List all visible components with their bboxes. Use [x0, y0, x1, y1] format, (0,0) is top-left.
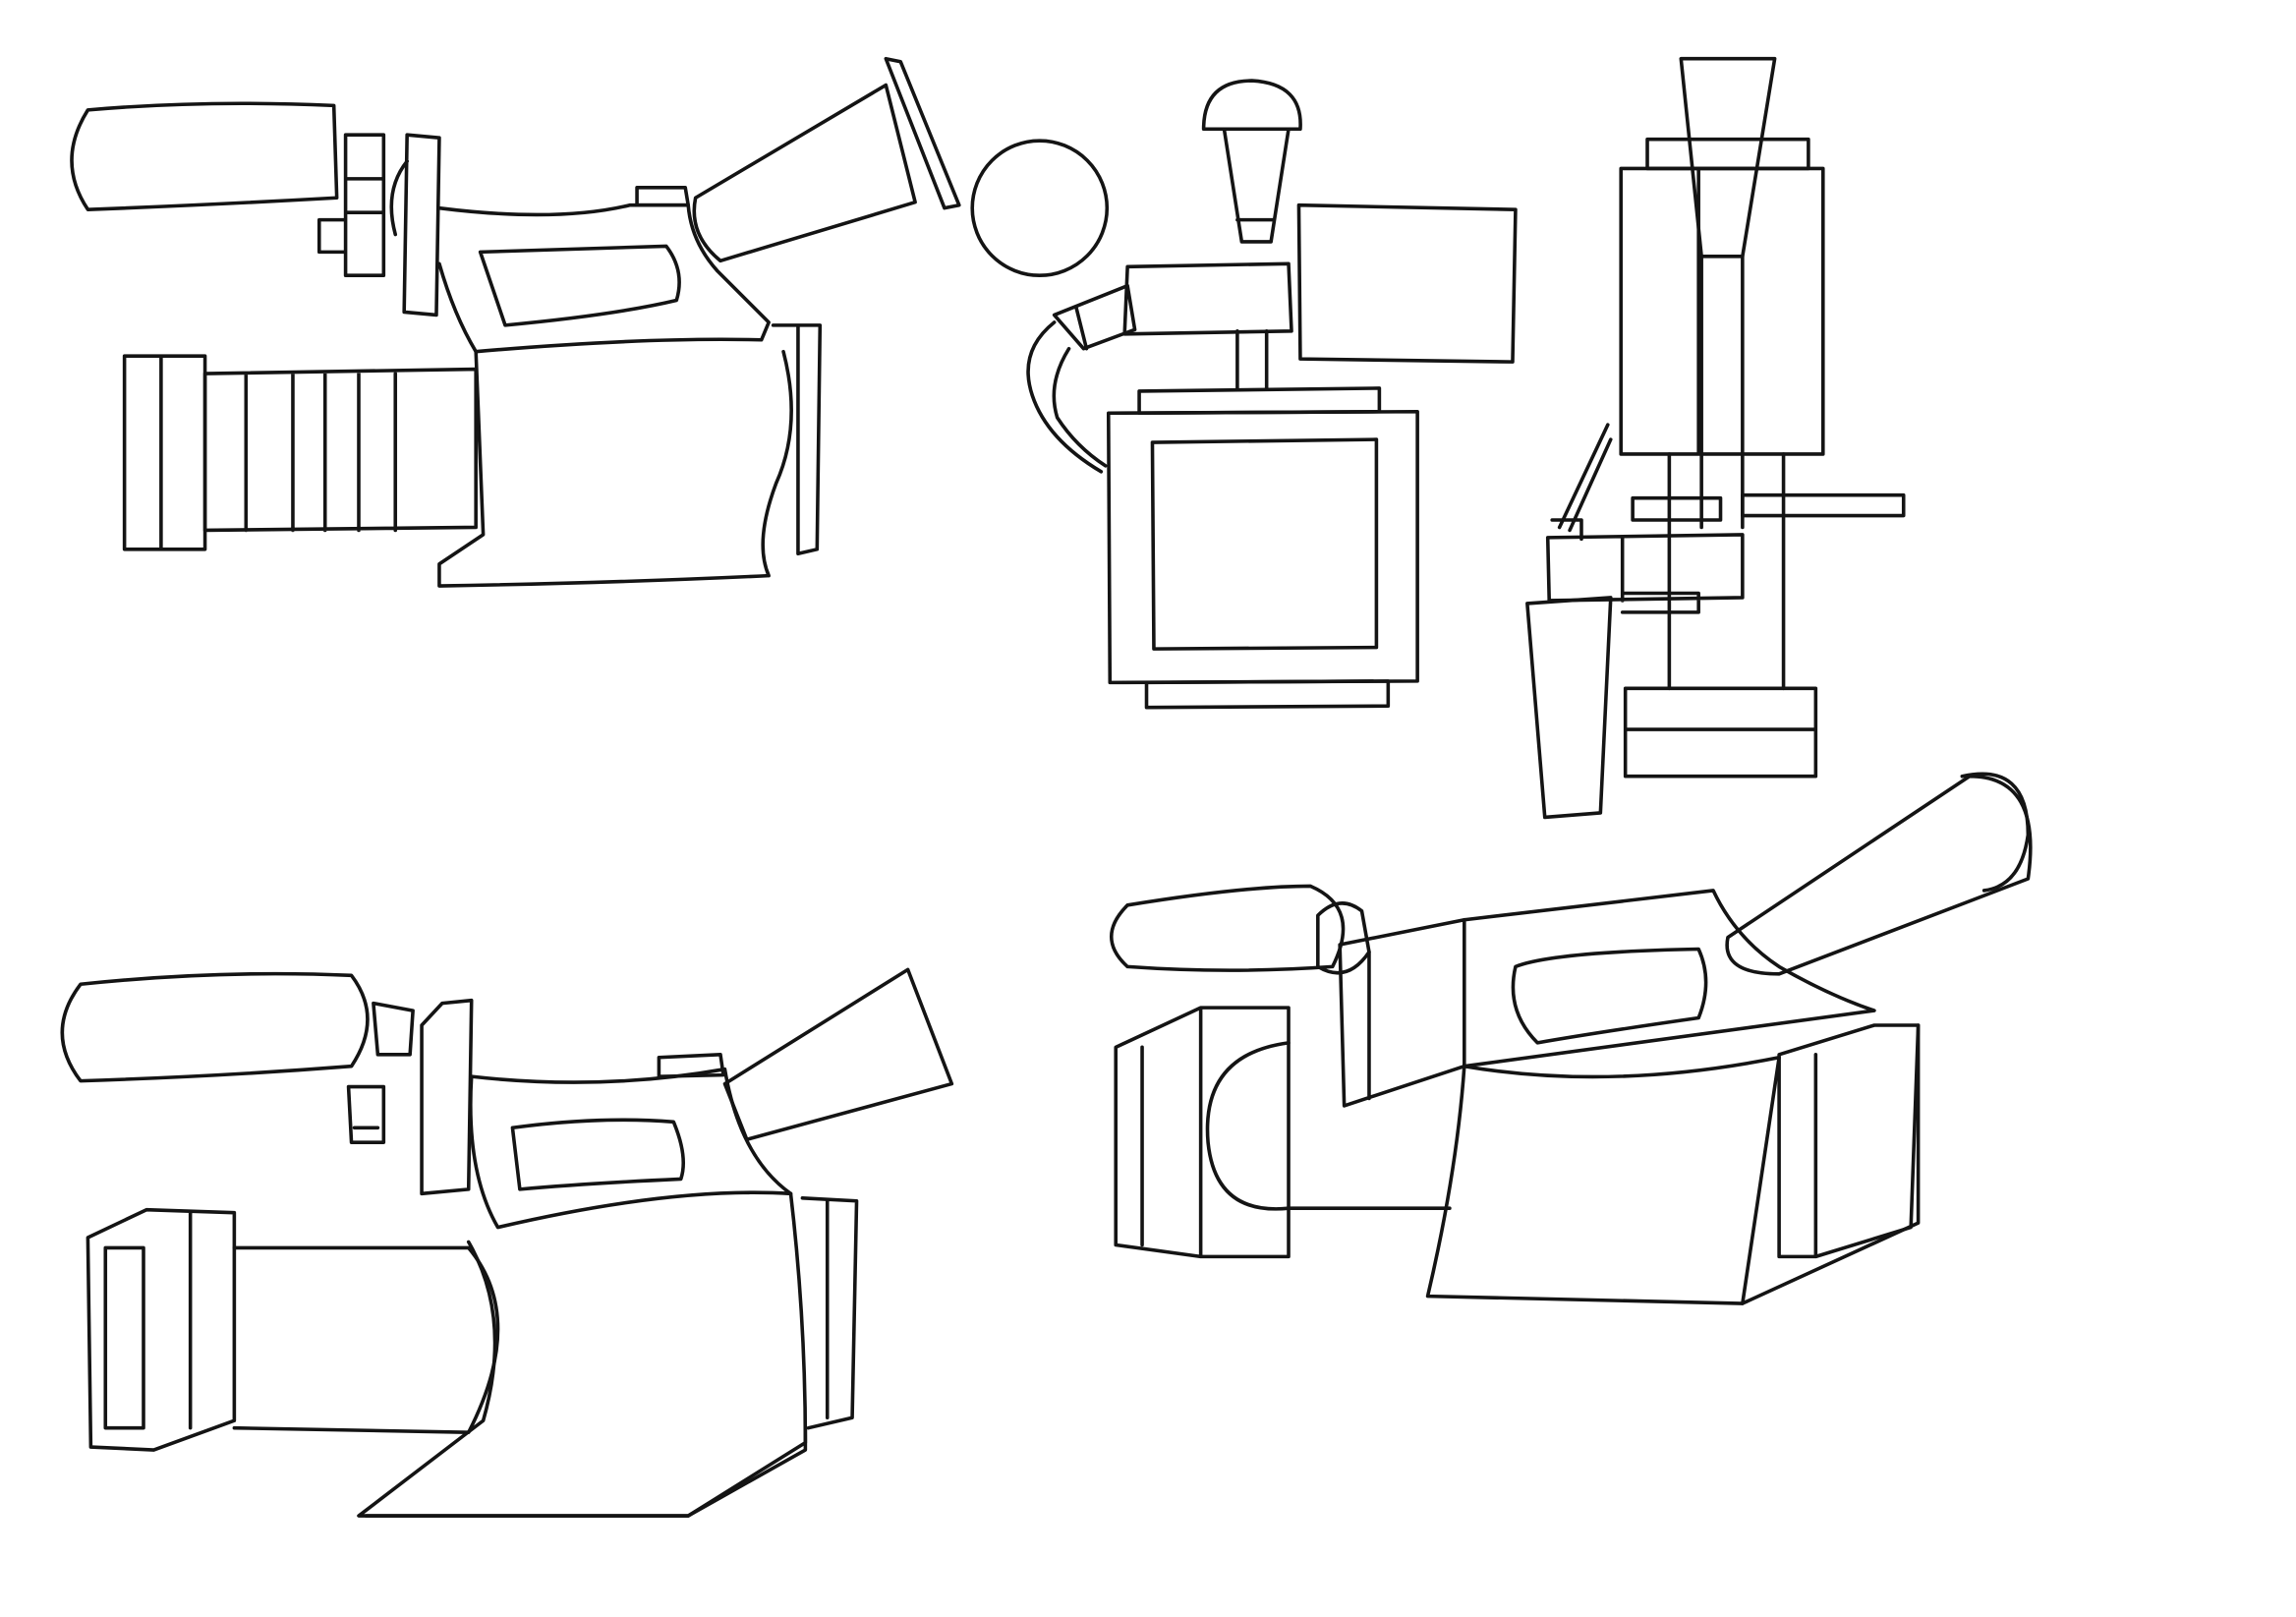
- eyepiece-tube: [1725, 774, 2033, 976]
- mic-holder: [346, 1001, 415, 1144]
- camcorder-three-quarter-sketch: [1109, 772, 2033, 1305]
- monitor-screen: [1150, 437, 1379, 651]
- lower-body: [357, 1191, 808, 1518]
- antenna: [1550, 423, 1613, 542]
- side-panel: [1777, 1023, 1921, 1259]
- lens-barrel: [202, 367, 478, 533]
- bar-right: [1741, 492, 1906, 518]
- mic-mount: [1545, 533, 1745, 614]
- top-button: [635, 186, 690, 207]
- eyecup-top: [1201, 79, 1302, 132]
- microphone-top: [1525, 596, 1613, 820]
- lower-block: [1623, 686, 1818, 779]
- mount-ring: [389, 133, 441, 318]
- eyecup: [1960, 772, 2031, 893]
- lens-hood: [86, 1207, 237, 1452]
- bottom-plate: [1144, 679, 1391, 710]
- lens-barrel: [1205, 1041, 1452, 1211]
- lower-body: [437, 349, 793, 588]
- camcorder-side-view-sketch: [70, 56, 961, 588]
- eyecup: [884, 56, 961, 210]
- camcorder-top-view-sketch: [1525, 56, 1906, 820]
- top-button: [657, 1052, 725, 1078]
- handle-window: [510, 1118, 685, 1191]
- side-panel: [771, 323, 823, 556]
- handle-window: [1511, 947, 1708, 1045]
- bottom-edge: [364, 1425, 808, 1518]
- lcd-panel: [1296, 202, 1518, 364]
- eyepiece: [722, 967, 954, 1141]
- post: [1235, 329, 1269, 390]
- microphone: [1109, 884, 1346, 972]
- lens-box: [1114, 1006, 1291, 1259]
- center-post: [1667, 255, 1786, 691]
- handle-window: [478, 244, 681, 327]
- microphone: [60, 971, 370, 1083]
- eyepiece-cone: [1222, 127, 1291, 244]
- mount-flange: [420, 998, 474, 1196]
- cable: [1026, 320, 1108, 474]
- camcorder-rear-view-sketch: [970, 79, 1518, 710]
- body-block: [1619, 166, 1825, 456]
- monitor-frame: [1106, 409, 1419, 685]
- lens-hood: [122, 354, 207, 551]
- mic-holder: [316, 133, 386, 278]
- camcorder-side-perspective-sketch: [60, 967, 954, 1518]
- mic-connector: [1052, 283, 1137, 351]
- microphone-end: [970, 139, 1110, 278]
- eyepiece-tube: [692, 83, 917, 263]
- microphone: [70, 101, 339, 211]
- bar-left: [1631, 495, 1723, 522]
- viewfinder-box: [1122, 261, 1293, 336]
- handle-body: [1463, 889, 1876, 1068]
- side-panel: [800, 1195, 859, 1430]
- bottom-edge: [1741, 1023, 1921, 1305]
